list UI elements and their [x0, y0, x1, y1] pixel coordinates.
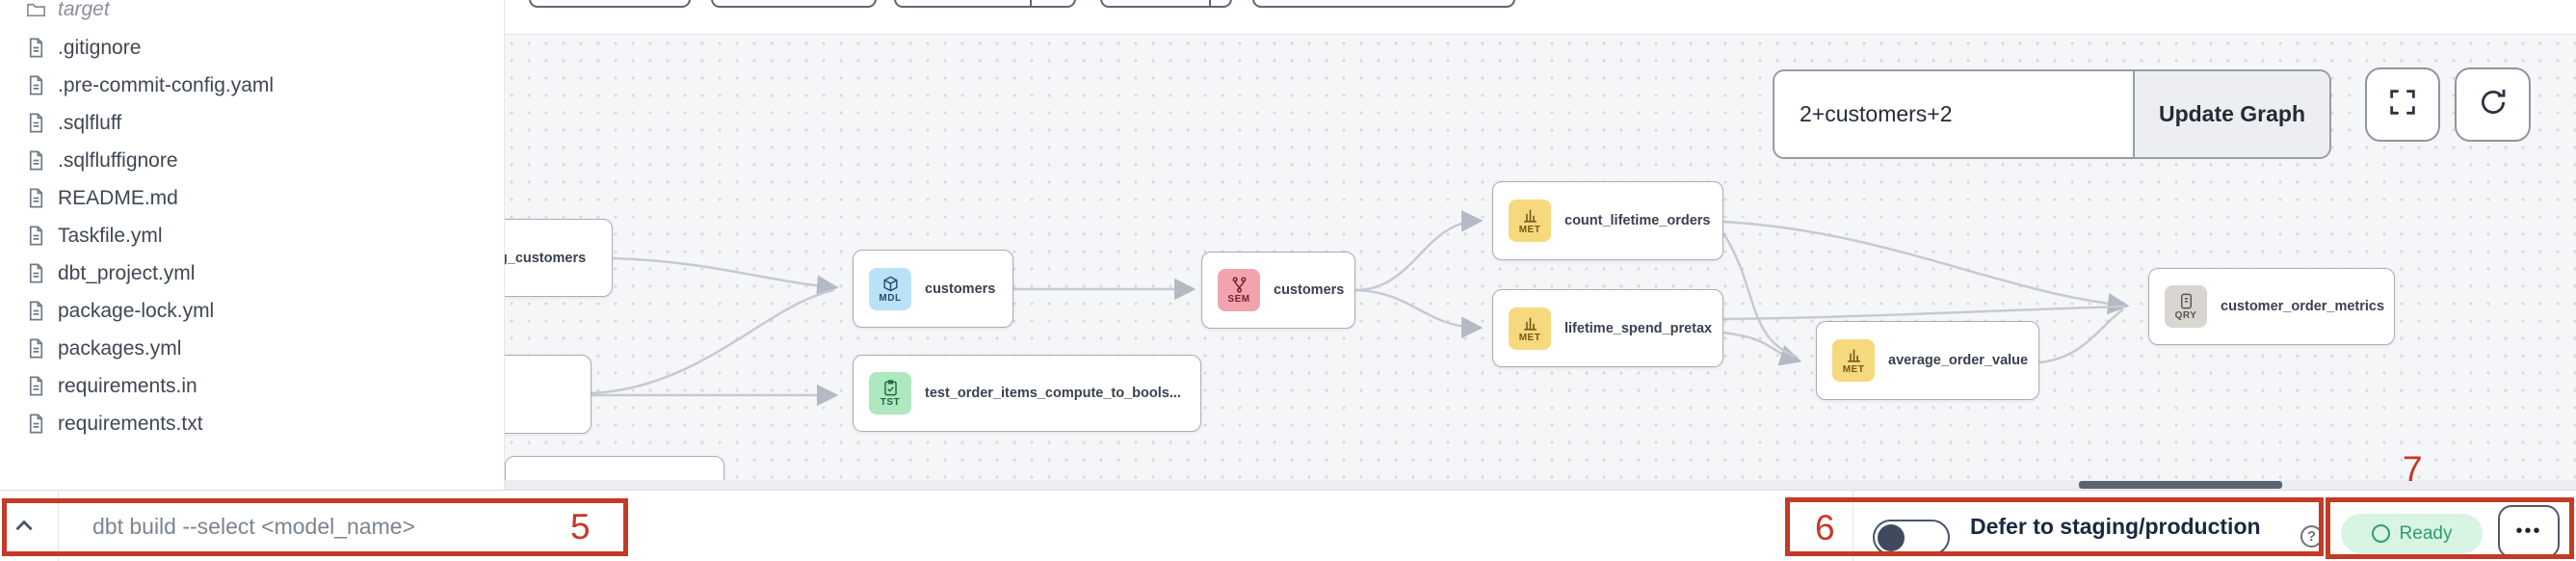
file-icon	[29, 338, 43, 359]
file-name: target	[58, 0, 110, 20]
sidebar-file-item[interactable]: packages.yml	[0, 330, 504, 367]
file-name: package-lock.yml	[58, 299, 215, 322]
node-label: customers	[1274, 282, 1345, 298]
graph-selector-input[interactable]: 2+customers+2	[1774, 71, 2133, 157]
refresh-icon	[2477, 86, 2510, 123]
graph-node-customer-order-metrics[interactable]: QRY customer_order_metrics	[2148, 268, 2395, 345]
file-name: packages.yml	[58, 336, 182, 360]
file-name: .pre-commit-config.yaml	[58, 73, 275, 96]
expand-panel-chevron-icon[interactable]	[12, 514, 37, 539]
file-icon	[29, 150, 43, 171]
graph-node-count-lifetime-orders[interactable]: MET count_lifetime_orders	[1492, 181, 1723, 260]
metric-icon: MET	[1509, 307, 1551, 350]
metric-icon: MET	[1832, 339, 1875, 382]
canvas-hscrollbar-thumb[interactable]	[2079, 481, 2282, 489]
file-name: README.md	[58, 186, 178, 209]
node-label: average_order_value	[1888, 353, 2029, 368]
graph-selector-value: 2+customers+2	[1800, 101, 1953, 126]
toolbar-button-stub[interactable]	[529, 0, 691, 8]
status-badge[interactable]: Ready	[2341, 514, 2483, 553]
status-circle-icon	[2371, 524, 2390, 543]
sidebar-file-item[interactable]: Taskfile.yml	[0, 217, 504, 254]
status-label: Ready	[2399, 522, 2453, 544]
file-name: Taskfile.yml	[58, 224, 163, 247]
sidebar-file-item[interactable]: package-lock.yml	[0, 292, 504, 330]
toolbar-button-stub[interactable]	[1100, 0, 1232, 8]
sidebar-file-item[interactable]: dbt_project.yml	[0, 254, 504, 292]
node-label: customer_order_metrics	[2221, 299, 2385, 314]
query-icon: QRY	[2165, 285, 2207, 328]
semantic-icon: SEM	[1218, 269, 1260, 311]
bottom-command-bar: dbt build --select <model_name> Defer to…	[0, 490, 2576, 561]
file-icon	[29, 376, 43, 396]
toolbar-button-stub[interactable]	[1252, 0, 1515, 8]
defer-label: Defer to staging/production	[1970, 513, 2261, 539]
sidebar-file-item[interactable]: requirements.txt	[0, 405, 504, 442]
sidebar-file-item[interactable]: .sqlfluff	[0, 104, 504, 142]
sidebar-file-item[interactable]: README.md	[0, 179, 504, 217]
bottombar-divider	[58, 491, 59, 561]
folder-icon	[27, 3, 45, 17]
file-name: requirements.txt	[58, 412, 203, 435]
canvas-hscrollbar-track[interactable]	[505, 480, 2576, 490]
graph-node-lifetime-spend-pretax[interactable]: MET lifetime_spend_pretax	[1492, 289, 1723, 367]
toolbar-divider	[1209, 0, 1211, 8]
node-badge: MDL	[879, 292, 902, 304]
fullscreen-icon	[2386, 86, 2419, 123]
node-label: lifetime_spend_pretax	[1564, 320, 1713, 336]
test-icon: TST	[869, 372, 911, 414]
sidebar-file-item[interactable]: .sqlfluffignore	[0, 142, 504, 179]
overflow-menu-button[interactable]: •••	[2498, 505, 2560, 558]
sidebar-file-item[interactable]: requirements.in	[0, 367, 504, 405]
file-name: .gitignore	[58, 36, 142, 59]
graph-node-test-order-items[interactable]: TST test_order_items_compute_to_bools...	[853, 355, 1201, 432]
node-badge: SEM	[1227, 294, 1250, 305]
dbt-command-input[interactable]: dbt build --select <model_name>	[92, 491, 415, 561]
node-badge: TST	[880, 397, 901, 408]
graph-node-average-order-value[interactable]: MET average_order_value	[1816, 321, 2039, 400]
defer-help-icon[interactable]: ?	[2300, 525, 2323, 548]
file-name: dbt_project.yml	[58, 261, 196, 284]
sidebar-folder-target[interactable]: target	[0, 0, 504, 28]
file-name: requirements.in	[58, 374, 197, 397]
file-icon	[29, 113, 43, 133]
graph-node-customers-semantic[interactable]: SEM customers	[1201, 252, 1355, 329]
refresh-button[interactable]	[2455, 67, 2531, 142]
node-badge: MET	[1842, 364, 1865, 375]
file-icon	[29, 188, 43, 208]
file-icon	[29, 414, 43, 434]
file-name: .sqlfluffignore	[58, 148, 178, 172]
node-label: test_order_items_compute_to_bools...	[925, 386, 1181, 401]
update-graph-button[interactable]: Update Graph	[2133, 71, 2329, 157]
dbt-command-placeholder: dbt build --select <model_name>	[92, 513, 415, 539]
sidebar-file-item[interactable]: .gitignore	[0, 29, 504, 67]
file-icon	[29, 38, 43, 58]
node-label: stg_customers	[486, 250, 587, 266]
node-badge: MET	[1518, 332, 1541, 343]
node-badge: MET	[1518, 225, 1541, 235]
toolbar-divider	[1030, 0, 1032, 8]
node-badge: QRY	[2174, 310, 2197, 321]
fullscreen-button[interactable]	[2365, 67, 2440, 142]
defer-toggle-knob	[1878, 523, 1905, 551]
defer-toggle[interactable]	[1873, 520, 1950, 555]
toolbar-button-stub[interactable]	[711, 0, 877, 8]
file-name: .sqlfluff	[58, 111, 122, 134]
model-icon: MDL	[869, 267, 911, 310]
file-icon	[29, 226, 43, 246]
sidebar-file-item[interactable]: .pre-commit-config.yaml	[0, 67, 504, 104]
file-explorer: target .gitignore .pre-commit-config.yaml.…	[0, 0, 505, 490]
file-icon	[29, 301, 43, 321]
metric-icon: MET	[1509, 200, 1551, 242]
graph-node-customers-model[interactable]: MDL customers	[853, 250, 1013, 328]
graph-selector-bar: 2+customers+2 Update Graph	[1773, 69, 2331, 159]
file-icon	[29, 75, 43, 95]
node-label: customers	[925, 280, 996, 297]
toolbar-button-stub[interactable]	[894, 0, 1076, 8]
node-label: count_lifetime_orders	[1564, 213, 1711, 228]
file-icon	[29, 263, 43, 283]
